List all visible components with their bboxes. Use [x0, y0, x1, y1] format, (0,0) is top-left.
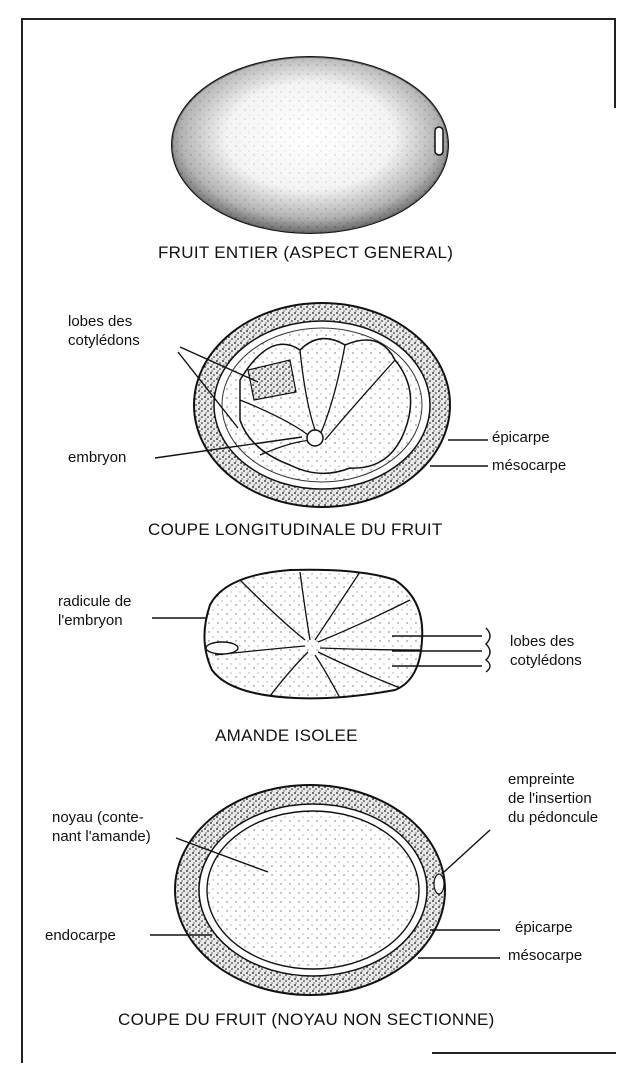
insertion-scar-icon [434, 874, 444, 894]
label-endocarpe: endocarpe [45, 926, 116, 945]
peduncle-scar-icon [435, 127, 443, 155]
coupe-longitudinale-drawing [155, 303, 488, 507]
caption-amande-isolee: AMANDE ISOLEE [215, 726, 358, 746]
label-lobes-cotyledons: lobes des cotylédons [68, 312, 140, 350]
coupe-fruit-drawing [150, 785, 500, 995]
label-mesocarpe-1: mésocarpe [492, 456, 566, 475]
caption-coupe-longitudinale: COUPE LONGITUDINALE DU FRUIT [148, 520, 443, 540]
label-empreinte: empreinte de l'insertion du pédoncule [508, 770, 598, 827]
label-radicule: radicule de l'embryon [58, 592, 131, 630]
caption-fruit-entier: FRUIT ENTIER (ASPECT GENERAL) [158, 243, 453, 263]
label-mesocarpe-2: mésocarpe [508, 946, 582, 965]
label-embryon: embryon [68, 448, 126, 467]
caption-coupe-fruit: COUPE DU FRUIT (NOYAU NON SECTIONNE) [118, 1010, 495, 1030]
label-epicarpe-1: épicarpe [492, 428, 550, 447]
fruit-entier-drawing [172, 57, 448, 233]
label-noyau: noyau (conte- nant l'amande) [52, 808, 151, 846]
amande-isolee-drawing [152, 570, 490, 699]
label-epicarpe-2: épicarpe [515, 918, 573, 937]
label-lobes-cotyledons-2: lobes des cotylédons [510, 632, 582, 670]
